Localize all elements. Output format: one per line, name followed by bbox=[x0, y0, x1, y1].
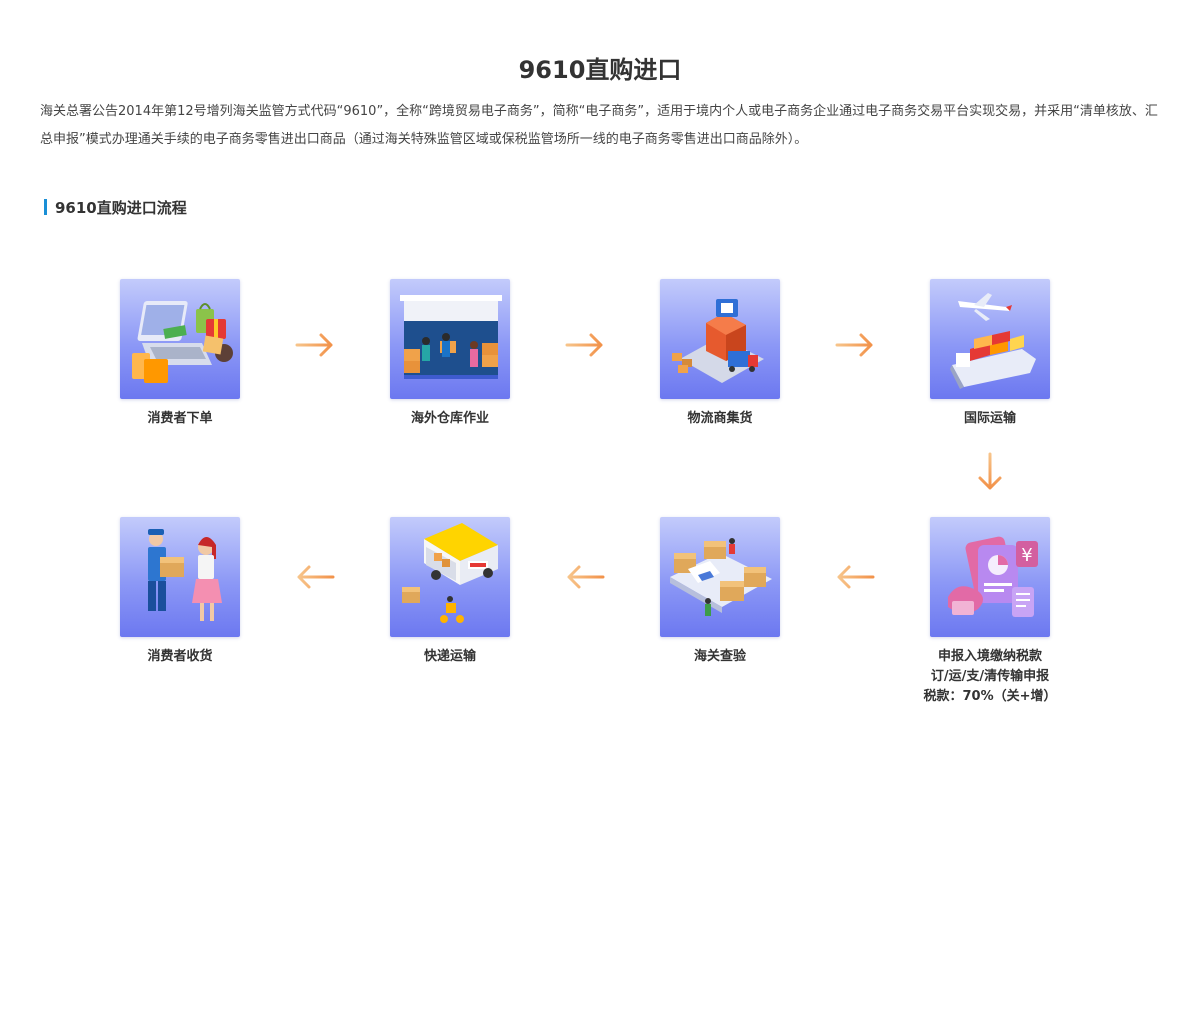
arrow-left-icon bbox=[565, 557, 605, 597]
arrow-left-icon bbox=[295, 557, 335, 597]
arrow-right-icon bbox=[565, 325, 605, 365]
flow-step-express-delivery: 快递运输 bbox=[370, 517, 530, 667]
flow-step-label: 快递运输 bbox=[423, 649, 476, 664]
tax-declaration-icon: ¥ bbox=[930, 517, 1050, 637]
flow-step-warehouse: 海外仓库作业 bbox=[370, 279, 530, 429]
flow-step-sublabel: 订/运/支/清传输申报 bbox=[930, 669, 1050, 684]
heading-accent-bar bbox=[44, 199, 47, 215]
flow-step-label: 海关查验 bbox=[693, 649, 746, 664]
flow-step-label: 消费者下单 bbox=[147, 411, 213, 426]
online-shopping-icon bbox=[120, 279, 240, 399]
flow-step-title: 申报入境缴纳税款 bbox=[937, 649, 1042, 664]
section-heading-text: 9610直购进口流程 bbox=[55, 198, 187, 217]
logistics-hub-icon bbox=[660, 279, 780, 399]
flow-step-consolidation: 物流商集货 bbox=[640, 279, 800, 429]
receive-package-icon bbox=[120, 517, 240, 637]
plane-ship-icon bbox=[930, 279, 1050, 399]
flow-step-customs-inspection: 海关查验 bbox=[640, 517, 800, 667]
flow-step-label: 海外仓库作业 bbox=[410, 411, 489, 426]
flow-step-label: 国际运输 bbox=[963, 411, 1016, 426]
flow-step-label: 申报入境缴纳税款 订/运/支/清传输申报 税款：70%（关+增） bbox=[910, 647, 1070, 707]
customs-inspection-icon bbox=[660, 517, 780, 637]
arrow-right-icon bbox=[835, 325, 875, 365]
flow-step-tax-declaration: ¥ 申报入境缴纳税款 订/运/支/清传输申报 税款：70%（关+增） bbox=[910, 517, 1070, 707]
flow-step-tax-rate: 税款：70%（关+增） bbox=[923, 689, 1057, 704]
flow-step-label: 物流商集货 bbox=[687, 411, 753, 426]
page-title: 9610直购进口 bbox=[518, 56, 682, 84]
svg-text:¥: ¥ bbox=[1021, 545, 1032, 566]
warehouse-icon bbox=[390, 279, 510, 399]
section-heading: 9610直购进口流程 bbox=[44, 196, 187, 218]
flow-step-order: 消费者下单 bbox=[100, 279, 260, 429]
arrow-down-icon bbox=[970, 452, 1010, 492]
flow-step-receive: 消费者收货 bbox=[100, 517, 260, 667]
arrow-right-icon bbox=[295, 325, 335, 365]
arrow-left-icon bbox=[835, 557, 875, 597]
flow-step-international-transport: 国际运输 bbox=[910, 279, 1070, 429]
delivery-truck-icon bbox=[390, 517, 510, 637]
flow-step-label: 消费者收货 bbox=[147, 649, 213, 664]
intro-paragraph: 海关总署公告2014年第12号增列海关监管方式代码“9610”，全称“跨境贸易电… bbox=[40, 104, 1158, 147]
